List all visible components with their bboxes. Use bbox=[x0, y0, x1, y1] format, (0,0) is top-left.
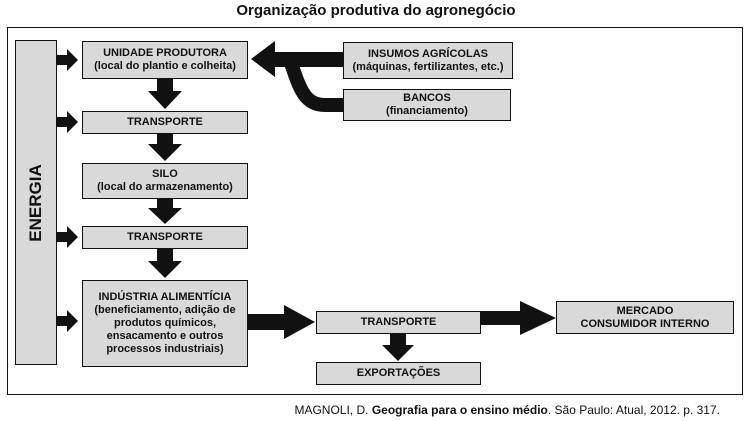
arrow-industria-transporte bbox=[248, 305, 315, 339]
box-unidade-produtora: UNIDADE PRODUTORA(local do plantio e col… bbox=[82, 41, 248, 79]
box-transporte-2: TRANSPORTE bbox=[82, 226, 248, 249]
box-subtitle: (financiamento) bbox=[386, 105, 468, 117]
arrow-energia-industria bbox=[57, 310, 78, 332]
energia-label: ENERGIA bbox=[26, 163, 45, 242]
box-industria: INDÚSTRIA ALIMENTÍCIA(beneficiamento, ad… bbox=[82, 280, 248, 367]
box-title: INDÚSTRIA ALIMENTÍCIA bbox=[98, 291, 232, 303]
source-caption: MAGNOLI, D. Geografia para o ensino médi… bbox=[294, 403, 720, 417]
box-title: SILO bbox=[152, 168, 178, 180]
box-subtitle: (beneficiamento, adição de produtos quím… bbox=[94, 304, 236, 355]
box-exportacoes: EXPORTAÇÕES bbox=[316, 362, 481, 385]
box-transporte-3: TRANSPORTE bbox=[316, 311, 481, 334]
box-title: BANCOS bbox=[403, 92, 451, 104]
arrow-bancos-merge bbox=[283, 57, 343, 112]
box-insumos: INSUMOS AGRÍCOLAS(máquinas, fertilizante… bbox=[343, 42, 513, 79]
caption-rest: . São Paulo: Atual, 2012. p. 317. bbox=[547, 403, 720, 417]
arrow-down-3 bbox=[148, 199, 182, 224]
caption-work: Geografia para o ensino médio bbox=[371, 403, 548, 417]
diagram-frame bbox=[7, 27, 743, 395]
arrow-down-4 bbox=[148, 249, 182, 278]
arrow-energia-unidade bbox=[57, 49, 78, 71]
arrow-down-exportacoes bbox=[382, 334, 414, 361]
caption-author: MAGNOLI, D. bbox=[294, 403, 372, 417]
box-subtitle: (local do armazenamento) bbox=[97, 181, 233, 193]
box-silo: SILO(local do armazenamento) bbox=[82, 163, 248, 199]
energia-bar: ENERGIA bbox=[15, 40, 57, 365]
arrow-energia-transporte2 bbox=[57, 226, 78, 248]
arrow-transporte-mercado bbox=[480, 301, 556, 335]
diagram-title: Organização produtiva do agronegócio bbox=[236, 2, 516, 19]
box-transporte-1: TRANSPORTE bbox=[82, 111, 248, 134]
box-title: UNIDADE PRODUTORA bbox=[103, 47, 227, 59]
arrow-down-2 bbox=[148, 133, 182, 161]
box-subtitle: (local do plantio e colheita) bbox=[94, 60, 236, 72]
arrow-down-1 bbox=[148, 79, 182, 109]
arrow-energia-transporte1 bbox=[57, 111, 78, 133]
box-bancos: BANCOS(financiamento) bbox=[343, 89, 511, 121]
box-mercado: MERCADO CONSUMIDOR INTERNO bbox=[556, 301, 734, 334]
box-title: INSUMOS AGRÍCOLAS bbox=[368, 47, 488, 60]
box-subtitle: (máquinas, fertilizantes, etc.) bbox=[352, 60, 504, 73]
